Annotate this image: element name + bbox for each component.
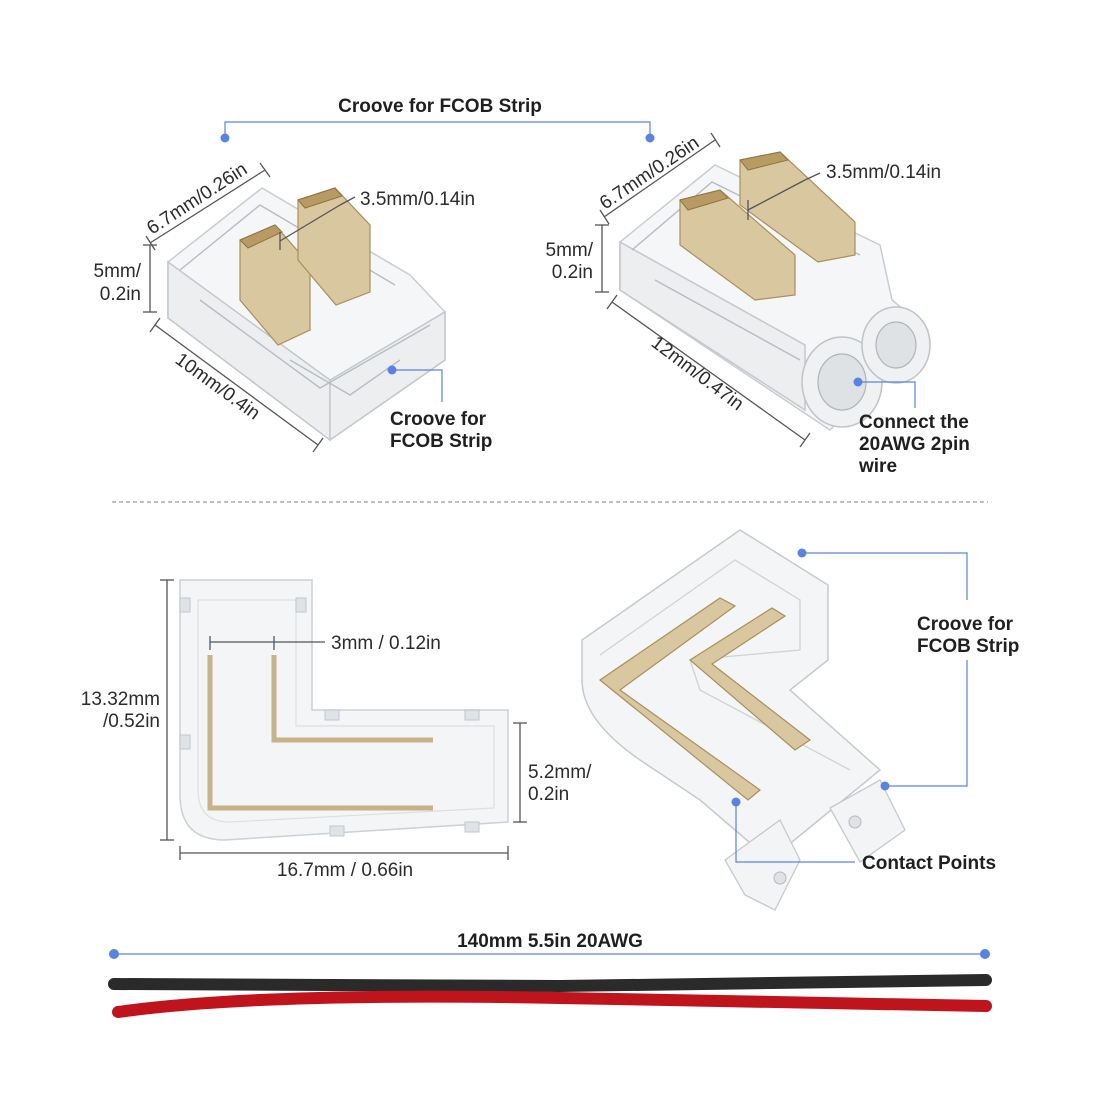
label-backdrop <box>440 926 660 952</box>
l-connector-body <box>179 579 509 841</box>
top-groove-title: Croove for FCOB Strip <box>338 96 542 117</box>
right-connector: 6.7mm/0.26in 3.5mm/0.14in 5mm/ 0.2in 12m… <box>546 132 970 477</box>
connector-front-face <box>619 240 806 412</box>
length-dim-line <box>611 301 806 441</box>
leader-dot <box>797 548 807 558</box>
contact-trace <box>207 655 433 811</box>
right-height-dim-1: 5mm/ <box>546 240 594 261</box>
left-groove-label-2: FCOB Strip <box>390 431 492 452</box>
pin-gap-dim: 3mm / 0.12in <box>331 633 441 654</box>
l3d-groove-label-2: FCOB Strip <box>917 636 1019 657</box>
clip-tab <box>329 825 345 837</box>
leader-dot <box>731 797 741 807</box>
left-height-dim-2: 0.2in <box>100 284 141 305</box>
dim-tick <box>145 235 156 251</box>
contact-points-label: Contact Points <box>862 853 996 874</box>
l-connector-inner-edge <box>197 599 495 823</box>
clip-tab <box>295 597 307 613</box>
dim-tick <box>149 317 161 333</box>
arm-dim-2: 0.2in <box>528 784 569 805</box>
l-width-dim: 16.7mm / 0.66in <box>277 860 413 881</box>
top-groove-callout: Croove for FCOB Strip <box>220 96 655 143</box>
right-wire-label-2: 20AWG 2pin <box>859 434 970 455</box>
width-dim-line <box>603 139 716 218</box>
groove-leader-line <box>802 552 968 600</box>
leader-dot <box>980 949 990 959</box>
wire-hole-inner <box>875 321 917 369</box>
connector-end-face <box>329 310 446 442</box>
dim-tick <box>259 162 271 178</box>
clip-tab <box>324 709 340 721</box>
contact-trace <box>271 655 433 743</box>
right-pin-dim: 3.5mm/0.14in <box>826 162 941 183</box>
clip-tab <box>179 734 191 750</box>
left-height-dim-1: 5mm/ <box>94 261 142 282</box>
groove-leader-line <box>392 369 443 402</box>
contact-pin-top <box>297 187 343 209</box>
left-connector: 6.7mm/0.26in 3.5mm/0.14in 5mm/ 0.2in 10m… <box>94 159 492 453</box>
groove-leader-line <box>885 660 968 787</box>
l3d-groove-label-1: Croove for <box>917 614 1014 635</box>
pin-dim-line <box>804 172 821 181</box>
wire-leader-line <box>858 381 916 408</box>
contact-leader-line <box>735 802 855 863</box>
clip-tab <box>464 821 480 833</box>
leader-dot <box>109 949 119 959</box>
wire-section: 140mm 5.5in 20AWG <box>108 926 992 1018</box>
leader-dot <box>645 133 655 143</box>
red-wire <box>112 990 992 1018</box>
contact-trace <box>688 607 812 751</box>
pin-dim-line <box>747 179 806 211</box>
length-dim-line <box>154 324 319 446</box>
leader-dot <box>220 133 230 143</box>
wire-flap <box>724 819 801 911</box>
right-wire-label-1: Connect the <box>859 412 969 433</box>
black-wire <box>108 974 992 993</box>
contact-pin-top <box>739 151 789 171</box>
contact-trace <box>598 597 761 801</box>
clip-tab <box>179 597 191 613</box>
leader-dot <box>880 781 890 791</box>
width-dim-line <box>149 169 266 244</box>
flap-hole <box>848 815 862 829</box>
l-3d-edge <box>599 559 851 771</box>
l-connector-top-view: 3mm / 0.12in 13.32mm /0.52in 5.2mm/ 0.2i… <box>81 579 592 881</box>
flap-hole <box>773 871 787 885</box>
dim-tick <box>606 294 618 310</box>
dim-tick <box>710 132 721 148</box>
l-connector-3d-view: Croove for FCOB Strip Contact Points <box>581 529 1019 911</box>
right-height-dim-2: 0.2in <box>552 262 593 283</box>
left-pin-dim: 3.5mm/0.14in <box>360 189 475 210</box>
arm-dim-1: 5.2mm/ <box>528 762 592 783</box>
leader-dot <box>387 365 397 375</box>
l-height-dim-1: 13.32mm <box>81 689 160 710</box>
dim-tick <box>599 209 610 225</box>
groove-leader-line <box>224 121 651 138</box>
clip-tab <box>464 709 480 721</box>
connector-edge <box>199 299 431 389</box>
wire-flap <box>829 779 906 863</box>
dim-tick <box>312 437 324 453</box>
connector-edge <box>654 279 801 361</box>
right-wire-label-3: wire <box>858 456 897 477</box>
contact-pin-top <box>239 224 283 249</box>
contact-pin-top <box>679 189 729 211</box>
l-height-dim-2: /0.52in <box>103 711 160 732</box>
wire-label: 140mm 5.5in 20AWG <box>457 931 643 952</box>
pin-dim-line <box>339 196 356 206</box>
dim-tick <box>799 432 811 448</box>
groove-edge <box>289 359 401 396</box>
leader-dot <box>853 377 863 387</box>
pin-dim-line <box>279 204 341 242</box>
left-groove-label-1: Croove for <box>390 409 487 430</box>
